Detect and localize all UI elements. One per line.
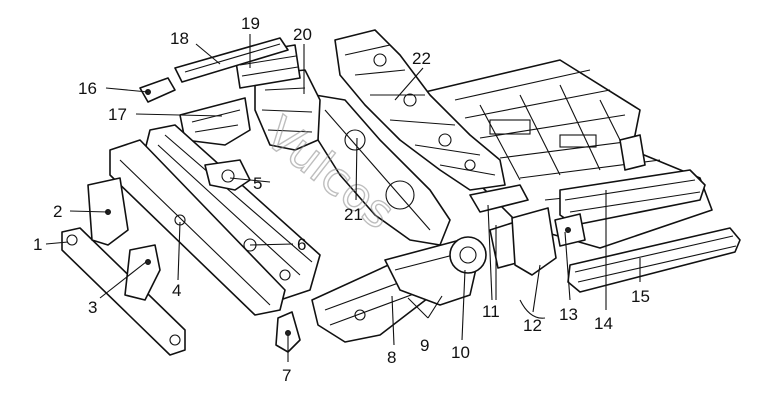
label-1: 1 [33,235,42,254]
part-number-labels: 1 2 3 4 5 6 7 8 9 10 11 12 13 14 15 16 1… [33,14,650,385]
label-20: 20 [293,25,312,44]
label-6: 6 [297,235,306,254]
part-14-side-sill [559,169,706,226]
label-21: 21 [344,205,363,224]
label-7: 7 [282,366,291,385]
part-16-bracket [139,77,176,103]
part-15-rocker [567,227,741,293]
part-1-bumper-bar [61,227,186,356]
part-13-bracket [554,213,586,247]
part-10-spring-seat [449,236,487,274]
label-5: 5 [253,174,262,193]
label-17: 17 [108,105,127,124]
part-22-firewall [334,29,506,191]
label-8: 8 [387,348,396,367]
label-16: 16 [78,79,97,98]
part-4-lower-crossmember [109,139,286,316]
label-4: 4 [172,281,181,300]
label-15: 15 [631,287,650,306]
label-22: 22 [412,49,431,68]
part-5-mount [204,159,251,191]
label-19: 19 [241,14,260,33]
part-18-rail [174,37,289,83]
leader-lines [45,34,641,362]
label-11: 11 [482,302,500,321]
label-10: 10 [451,343,470,362]
label-14: 14 [594,314,613,333]
part-3-bracket [124,244,161,301]
part-12-bracket [511,207,557,319]
label-18: 18 [170,29,189,48]
label-2: 2 [53,202,62,221]
label-3: 3 [88,298,97,317]
label-9: 9 [420,336,429,355]
label-13: 13 [559,305,578,324]
label-12: 12 [523,316,542,335]
